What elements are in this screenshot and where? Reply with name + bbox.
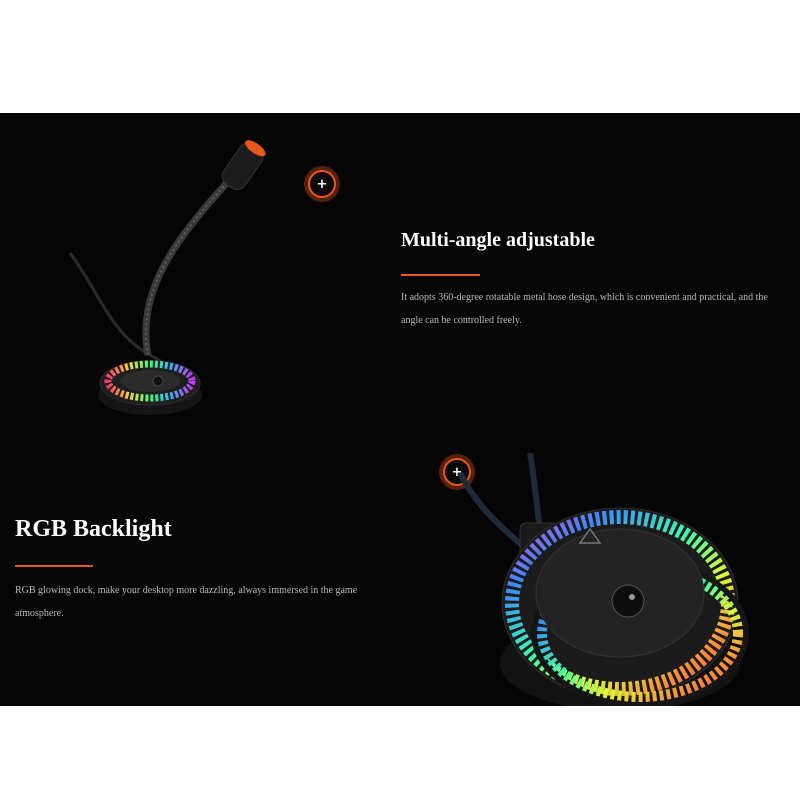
feature-heading-multi-angle: Multi-angle adjustable [401, 229, 595, 251]
feature-description-rgb-backlight: RGB glowing dock, make your desktop more… [15, 585, 358, 619]
rgb-dock-closeup-image [457, 453, 749, 706]
feature-heading-rgb-backlight: RGB Backlight [15, 516, 172, 542]
accent-divider [15, 565, 93, 567]
product-banner: + Multi-angle adjustable It adopts 360-d… [0, 113, 800, 706]
gooseneck-microphone-image [68, 140, 266, 415]
accent-divider [401, 274, 480, 276]
hotspot-plus-icon[interactable]: + [308, 170, 336, 198]
feature-description-multi-angle: It adopts 360-degree rotatable metal hos… [401, 292, 768, 326]
